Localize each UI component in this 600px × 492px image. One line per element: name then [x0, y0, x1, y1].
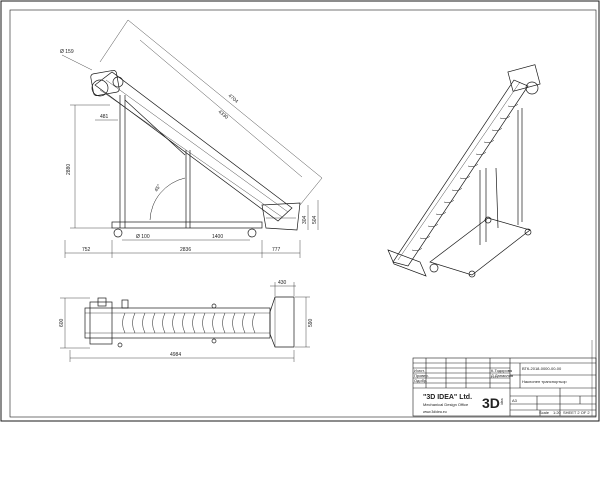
dim-angle: 45° [154, 183, 163, 193]
dim-diagonal-inner: 4330 [217, 109, 230, 121]
iso-head [507, 64, 541, 92]
tb-row-label-2: Одобр. [414, 378, 427, 383]
iso-cleats [411, 103, 519, 251]
dim-left-width: 600 [59, 318, 65, 327]
dim-wheel-span: 1400 [212, 234, 223, 240]
plan-cleats [122, 312, 256, 334]
dim-total-length: 4984 [170, 352, 181, 358]
inner-border [9, 9, 597, 418]
side-view [90, 70, 301, 238]
dim-wheel-diameter: Ø 100 [136, 234, 150, 240]
wheel-left [113, 228, 123, 238]
title-block [412, 357, 597, 417]
iso-conveyor-body [392, 79, 529, 267]
company-name: "3D IDEA" Ltd. [423, 394, 472, 401]
dim-inlet-h1: 304 [302, 215, 308, 224]
title-block-text: Изгот. К.Тодорова Провер. Д.Данаилов Одо… [414, 366, 590, 415]
dim-offset: 481 [100, 114, 109, 120]
company-subtitle: Mechanical Design Office [423, 402, 469, 407]
sheet-border [0, 0, 600, 422]
tb-row-value-0: К.Тодорова [491, 368, 513, 373]
dim-height: 2880 [66, 164, 72, 175]
plan-view [84, 296, 295, 348]
dim-right-width: 590 [308, 318, 314, 327]
plan-view-dimensions [60, 282, 310, 362]
diagonal-brace [124, 99, 186, 156]
company-web: www.3didea.eu [423, 410, 447, 414]
base-frame [111, 221, 263, 229]
dim-pulley-diameter: Ø 159 [60, 49, 74, 55]
tb-row-label-0: Изгот. [414, 368, 425, 373]
inlet-hopper [261, 202, 301, 231]
company-block: "3D IDEA" Ltd. Mechanical Design Office … [423, 394, 504, 414]
tb-sheet: SHEET 2 OF 2 [563, 410, 590, 415]
side-view-dim-text: Ø 159 481 4704 4330 2880 45° Ø 100 1400 … [60, 49, 318, 253]
tb-format: A3 [512, 398, 518, 403]
dim-right-overhang: 777 [272, 247, 281, 253]
dim-inlet-h2: 504 [312, 215, 318, 224]
company-logo: 3D [482, 395, 500, 411]
tb-drawing-no: ВТК-2018-0000-00-00 [522, 366, 562, 371]
isometric-view [387, 64, 541, 278]
tb-scale-label: Scale [539, 410, 550, 415]
wheel-right [247, 228, 257, 238]
head-pulley [91, 79, 109, 97]
dim-diagonal-outer: 4704 [227, 93, 240, 105]
plan-view-dim-text: 430 600 590 4984 [59, 280, 314, 358]
tb-title: Наклонен транспортьор [522, 379, 567, 384]
tb-scale-value: 1:20 [553, 410, 562, 415]
iso-inlet [387, 249, 427, 277]
plan-drive-unit [89, 301, 113, 345]
dim-base-length: 2836 [180, 247, 191, 253]
dim-hopper-width: 430 [278, 280, 287, 286]
conveyor-body [94, 71, 293, 222]
side-view-dimensions [61, 19, 323, 258]
tb-row-label-1: Провер. [414, 373, 429, 378]
dim-left-overhang: 752 [82, 247, 91, 253]
tb-row-value-1: Д.Данаилов [491, 373, 513, 378]
company-logo-sub: idea [500, 398, 504, 405]
